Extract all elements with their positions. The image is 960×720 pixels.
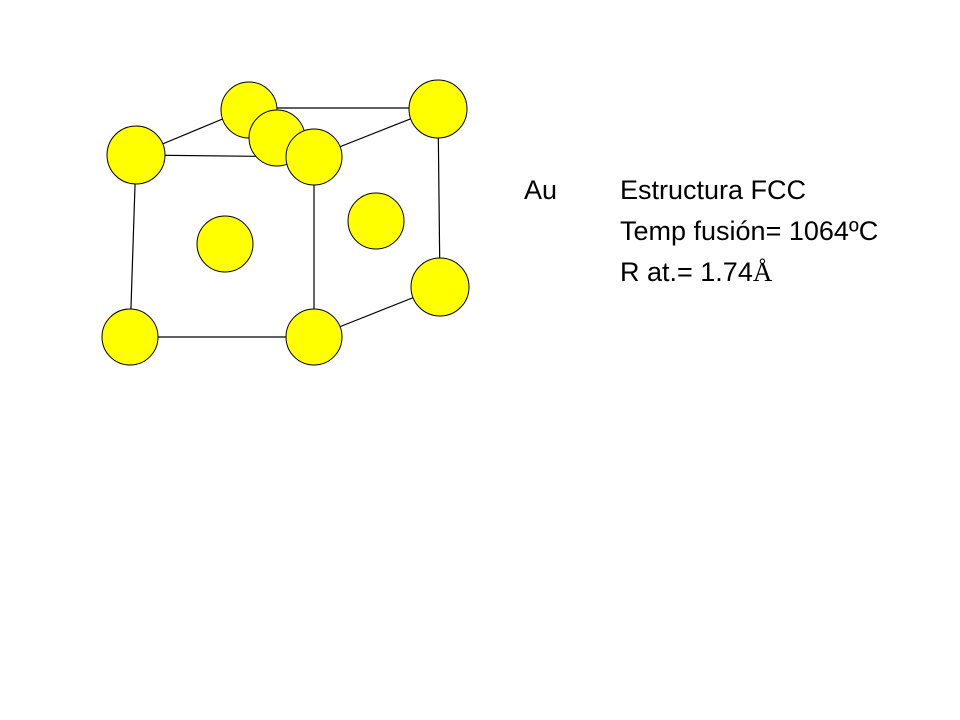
structure-line: Estructura FCC xyxy=(620,175,807,205)
atom-back-top-right xyxy=(408,79,468,139)
atom-front-bottom-left xyxy=(101,308,159,366)
atom-front-face-center xyxy=(196,215,254,273)
edge-front-left xyxy=(129,154,137,338)
melting-point-line: Temp fusión= 1064ºC xyxy=(620,216,879,246)
radius-label: R at.= 1.74 xyxy=(620,257,753,287)
radius-line: R at.= 1.74Å xyxy=(620,256,772,289)
angstrom-unit: Å xyxy=(752,257,773,287)
atom-right-face-center xyxy=(347,192,405,250)
atom-back-bottom-right xyxy=(410,257,470,317)
atom-front-top-right xyxy=(285,128,343,186)
atom-front-bottom-right xyxy=(285,308,343,366)
element-symbol: Au xyxy=(524,175,558,205)
atoms xyxy=(101,79,470,366)
atom-front-top-left xyxy=(106,125,166,185)
